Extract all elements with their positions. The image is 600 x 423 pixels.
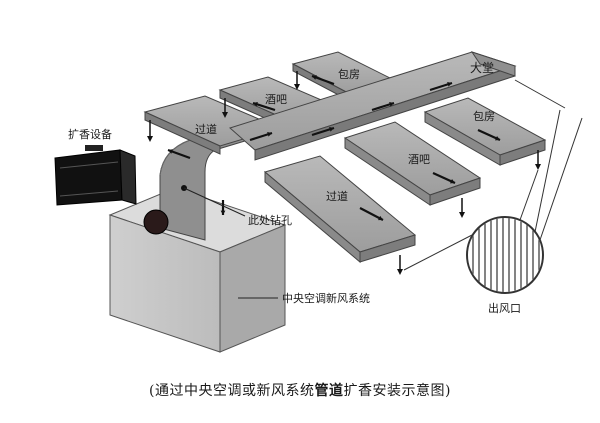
flow-arrows — [167, 74, 501, 221]
flow-arrow-head — [378, 215, 383, 221]
branch-corridor-lower — [263, 155, 417, 275]
label-bar-upper: 酒吧 — [265, 93, 287, 106]
flow-arrow-head — [220, 210, 226, 215]
flow-arrow-head — [267, 132, 272, 137]
flow-arrow-head — [312, 75, 317, 80]
figure-caption: (通过中央空调或新风系统管道扩香安装示意图) — [0, 380, 600, 400]
label-fragrance-device: 扩香设备 — [68, 127, 112, 141]
label-hall: 大堂 — [470, 61, 494, 75]
flow-arrow-head — [447, 82, 452, 87]
central-unit-box — [108, 187, 287, 353]
branch-room-right — [423, 97, 547, 170]
drill-hole-marker — [143, 209, 169, 235]
label-private-room-right: 包房 — [473, 110, 495, 123]
label-corridor-lower: 过道 — [326, 189, 348, 203]
caption-prefix: (通过中央空调或新风系统 — [149, 383, 315, 399]
air-outlet-detail — [403, 79, 583, 294]
label-central-system: 中央空调新风系统 — [282, 291, 370, 305]
label-corridor-upper: 过道 — [195, 122, 217, 136]
caption-suffix: 扩香安装示意图) — [343, 383, 451, 399]
flow-arrow-head — [450, 179, 455, 184]
label-drill-hole: 此处钻孔 — [248, 213, 292, 227]
fragrance-device — [54, 145, 137, 206]
flow-arrow-head — [389, 102, 394, 107]
caption-bold: 管道 — [314, 383, 344, 399]
label-bar-lower: 酒吧 — [408, 153, 430, 166]
flow-arrow-head — [168, 149, 173, 154]
label-air-outlet: 出风口 — [488, 301, 521, 315]
main-trunk-duct — [229, 51, 517, 161]
label-private-room-upper: 包房 — [338, 68, 360, 81]
branch-bar-lower — [343, 121, 482, 218]
drill-leader-line — [183, 187, 246, 217]
flow-arrow-head — [495, 136, 500, 141]
flow-arrow-head — [253, 102, 258, 107]
flow-arrow-head — [329, 127, 334, 132]
